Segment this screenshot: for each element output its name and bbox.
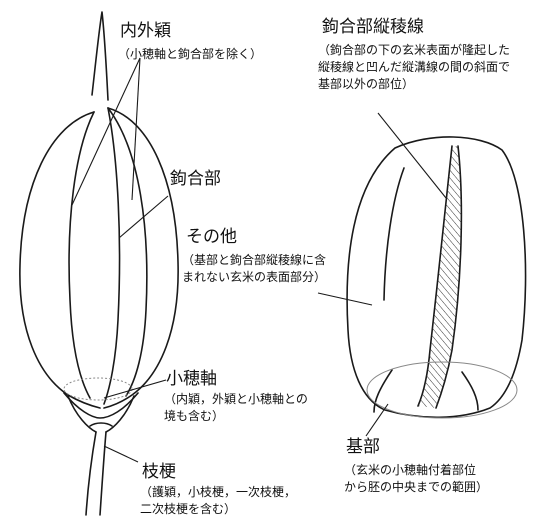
label-hook-ridge-note-line-2: 縦稜線と凹んだ縦溝線の間の斜面で [318,60,511,74]
pedicel-node [89,422,113,427]
label-hook-ridge-title: 鉤合部縦稜線 [322,17,424,37]
leader-base [365,403,389,437]
label-other-note: （基部と鉤合部縦稜線に含 まれない玄米の表面部分） [182,252,326,286]
leader-other [317,292,373,306]
label-base-note: （玄米の小穂軸付着部位 から胚の中央までの範囲） [344,462,488,496]
hook-ridge-hatch [418,146,462,408]
label-hook-ridge-note-line-3: 基部以外の部位） [318,77,415,91]
label-pedicel-note-line-2: 二次枝梗を含む） [140,502,237,516]
hull-seam-center [103,107,121,405]
label-pedicel-title: 枝梗 [142,462,176,482]
label-base-note-line-1: （玄米の小穂軸付着部位 [344,463,477,477]
label-rachilla-title: 小穂軸 [166,369,217,389]
label-rachilla-note-line-2: 境も含む） [164,409,225,423]
label-base-title: 基部 [346,437,380,457]
hull-seam-right [107,107,148,397]
sterile-lemma-right [105,395,135,433]
embryo-right [461,371,479,411]
base-ellipse [366,361,518,419]
label-pedicel-note-line-1: （護穎，小枝梗，一次枝梗， [140,485,297,499]
leader-hook-ridge [377,112,447,199]
leader-hull-1 [71,57,141,206]
rachilla-shape [63,392,139,419]
rachilla-dotted-ellipse [63,377,133,401]
label-other-note-line-1: （基部と鉤合部縦稜線に含 [182,253,327,267]
pedicel-shape [85,431,107,516]
sterile-lemma-left [67,395,97,433]
hull-seam-left [68,111,95,399]
label-hook-left-title: 鉤合部 [170,169,221,189]
paddy-grain [19,11,179,516]
leader-pedicel [103,445,139,463]
hull-outline [19,107,179,409]
label-rachilla-note-line-1: （内穎，外穎と小穂軸との [164,392,308,406]
label-rachilla-note: （内穎，外穎と小穂軸との 境も含む） [164,391,308,425]
label-hull-title: 内外穎 [120,21,171,41]
label-other-note-line-2: まれない玄米の表面部分） [182,270,327,284]
label-other-title: その他 [186,227,237,247]
label-hook-ridge-note: （鉤合部の下の玄米表面が隆起した 縦稜線と凹んだ縦溝線の間の斜面で 基部以外の部… [318,42,510,93]
embryo-left [373,369,393,413]
leader-lines [71,57,447,463]
awn [91,11,109,101]
label-hook-ridge-note-line-1: （鉤合部の下の玄米表面が隆起した [318,43,511,57]
leader-hook-left [118,195,169,239]
leader-hull-2 [131,57,141,201]
label-base-note-line-2: から胚の中央までの範囲） [344,480,489,494]
label-pedicel-note: （護穎，小枝梗，一次枝梗， 二次枝梗を含む） [140,484,296,518]
leader-rachilla [103,379,167,399]
left-groove [383,167,405,301]
label-hull-note: （小穂軸と鉤合部を除く） [118,47,263,61]
